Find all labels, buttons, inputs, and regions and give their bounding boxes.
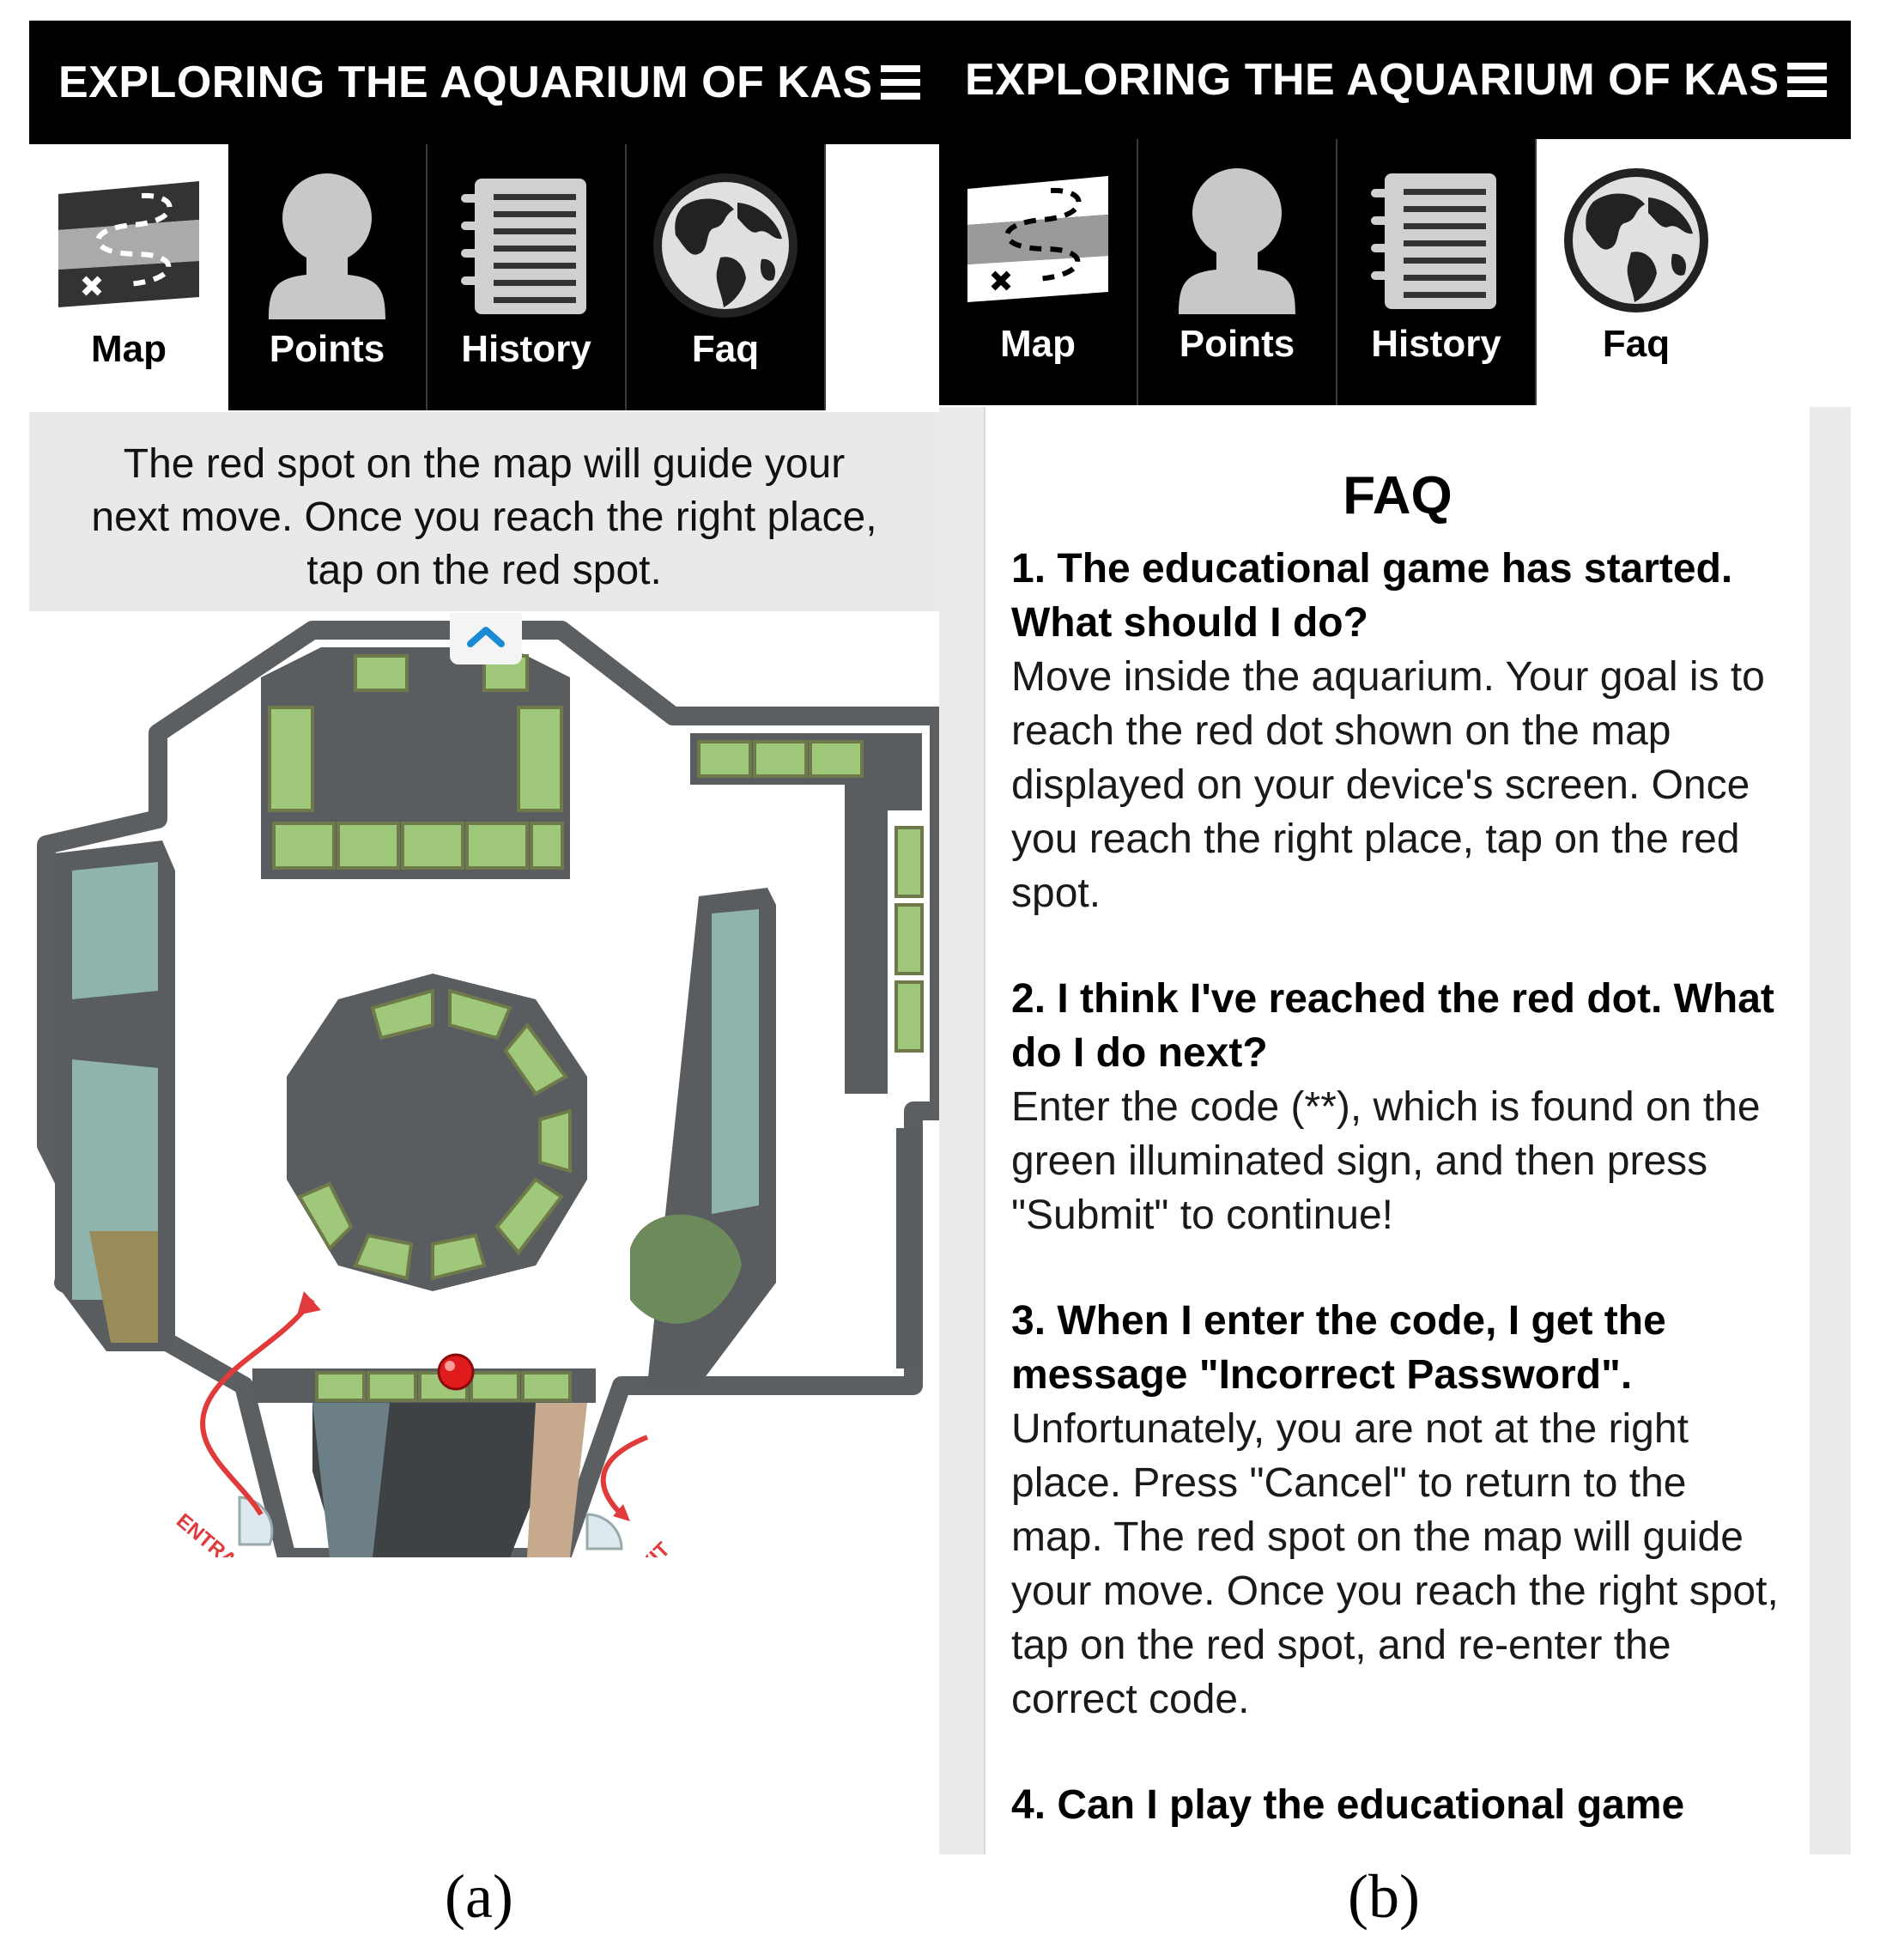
tab-history[interactable]: History (428, 144, 627, 410)
faq-question: 3. When I enter the code, I get the mess… (1011, 1298, 1666, 1398)
exit-label: EXIT (626, 1538, 675, 1557)
faq-answer: Enter the code (**), which is found on t… (1011, 1084, 1761, 1238)
tab-label: History (461, 328, 591, 370)
globe-icon (1559, 163, 1713, 318)
tab-label: Points (1179, 323, 1295, 365)
map-icon (52, 168, 206, 323)
tab-faq[interactable]: Faq (627, 144, 826, 410)
tab-label: Faq (1602, 323, 1671, 365)
aquarium-floor-map[interactable]: ENTRANCE EXIT (29, 613, 939, 1557)
tab-points[interactable]: Points (228, 144, 428, 410)
user-icon (1160, 163, 1314, 318)
faq-scroll-area[interactable]: FAQ 1. The educational game has started.… (939, 407, 1851, 1854)
tab-label: Points (269, 328, 385, 370)
screen-faq: EXPLORING THE AQUARIUM OF KAS Map Points… (939, 21, 1851, 1854)
notebook-icon (449, 168, 603, 323)
faq-item: 2. I think I've reached the red dot. Wha… (985, 972, 1810, 1242)
menu-icon[interactable] (1787, 63, 1827, 97)
tab-bar: Map Points History Faq (939, 139, 1736, 405)
app-title: EXPLORING THE AQUARIUM OF KAS (58, 58, 873, 107)
menu-icon[interactable] (881, 65, 920, 100)
screen-map: EXPLORING THE AQUARIUM OF KAS Map Points… (29, 21, 939, 1854)
app-title: EXPLORING THE AQUARIUM OF KAS (965, 55, 1780, 105)
tab-points[interactable]: Points (1138, 139, 1337, 405)
tab-faq[interactable]: Faq (1537, 139, 1736, 405)
faq-question: 4. Can I play the educational game (1011, 1782, 1685, 1828)
tab-map[interactable]: Map (939, 139, 1138, 405)
map-icon (961, 163, 1115, 318)
hint-line: The red spot on the map will guide your (123, 441, 846, 487)
hint-banner: The red spot on the map will guide your … (29, 412, 939, 611)
tab-label: Map (91, 328, 167, 370)
chevron-up-icon (467, 627, 505, 647)
notebook-icon (1359, 163, 1513, 318)
faq-answer: Unfortunately, you are not at the right … (1011, 1406, 1779, 1722)
faq-item: 4. Can I play the educational game (985, 1778, 1810, 1832)
red-spot-marker[interactable] (437, 1353, 475, 1391)
faq-card: FAQ 1. The educational game has started.… (984, 407, 1810, 1854)
app-bar: EXPLORING THE AQUARIUM OF KAS (29, 21, 939, 144)
app-bar: EXPLORING THE AQUARIUM OF KAS (939, 21, 1851, 139)
faq-question: 2. I think I've reached the red dot. Wha… (1011, 976, 1774, 1076)
tab-label: History (1371, 323, 1501, 365)
user-icon (250, 168, 404, 323)
tab-map[interactable]: Map (29, 144, 228, 410)
tab-label: Faq (691, 328, 760, 370)
caption-a: (a) (445, 1862, 513, 1931)
hint-line: next move. Once you reach the right plac… (91, 495, 877, 540)
tab-history[interactable]: History (1337, 139, 1537, 405)
faq-answer: Move inside the aquarium. Your goal is t… (1011, 654, 1765, 916)
tab-bar: Map Points History Faq (29, 144, 826, 410)
globe-icon (648, 168, 803, 323)
tab-label: Map (1000, 323, 1076, 365)
caption-b: (b) (1348, 1862, 1420, 1931)
collapse-chevron-button[interactable] (450, 613, 522, 664)
faq-title: FAQ (1343, 466, 1452, 525)
faq-question: 1. The educational game has started. Wha… (1011, 546, 1733, 646)
faq-item: 1. The educational game has started. Wha… (985, 542, 1810, 920)
hint-line: tap on the red spot. (306, 548, 662, 593)
faq-item: 3. When I enter the code, I get the mess… (985, 1294, 1810, 1726)
